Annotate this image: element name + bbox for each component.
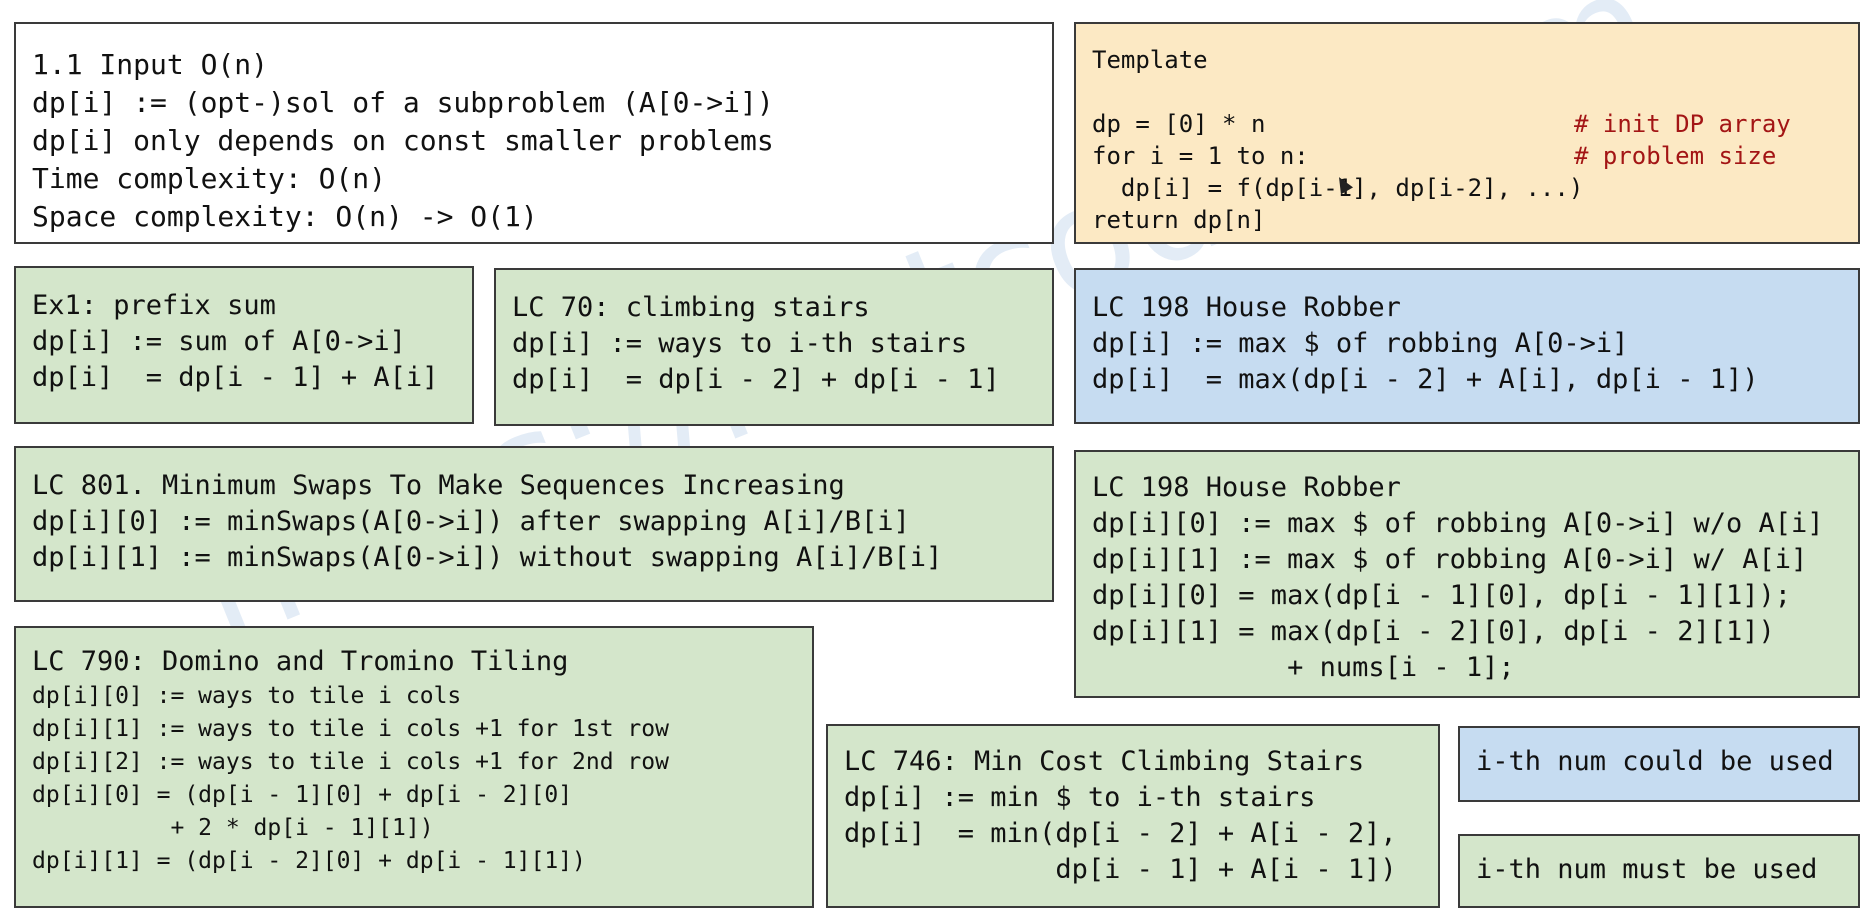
ex1-prefix-sum-box: Ex1: prefix sum dp[i] := sum of A[0->i] … xyxy=(14,266,474,424)
template-code-line: dp[i] = f(dp[i-1], dp[i-2], ...) xyxy=(1092,172,1842,204)
lc198a-line: dp[i] := max $ of robbing A[0->i] xyxy=(1092,328,1629,359)
lc198b-line: dp[i][0] := max $ of robbing A[0->i] w/o… xyxy=(1092,508,1824,539)
lc746-min-cost-stairs-box: LC 746: Min Cost Climbing Stairs dp[i] :… xyxy=(826,724,1440,908)
intro-line: 1.1 Input O(n) xyxy=(32,48,269,81)
lc790-line: dp[i][1] = (dp[i - 2][0] + dp[i - 1][1]) xyxy=(32,848,586,874)
intro-line: Time complexity: O(n) xyxy=(32,162,387,195)
lc746-line: dp[i - 1] + A[i - 1]) xyxy=(844,854,1397,885)
lc790-line: dp[i][1] := ways to tile i cols +1 for 1… xyxy=(32,716,669,742)
legend-could-be-used: i-th num could be used xyxy=(1458,726,1860,802)
lc198b-line: dp[i][1] := max $ of robbing A[0->i] w/ … xyxy=(1092,544,1808,575)
lc70-line: dp[i] := ways to i-th stairs xyxy=(512,328,968,359)
template-box: Template dp = [0] * n # init DP array fo… xyxy=(1074,22,1860,244)
lc198-house-robber-box-2d: LC 198 House Robber dp[i][0] := max $ of… xyxy=(1074,450,1860,698)
ex1-line: Ex1: prefix sum xyxy=(32,290,276,321)
legend-must-label: i-th num must be used xyxy=(1476,854,1818,885)
lc801-line: LC 801. Minimum Swaps To Make Sequences … xyxy=(32,470,845,501)
lc70-line: dp[i] = dp[i - 2] + dp[i - 1] xyxy=(512,364,1000,395)
lc790-title: LC 790: Domino and Tromino Tiling xyxy=(32,646,569,677)
lc70-climbing-stairs-box: LC 70: climbing stairs dp[i] := ways to … xyxy=(494,268,1054,426)
lc790-line: + 2 * dp[i - 1][1]) xyxy=(32,815,434,841)
template-comment: # init DP array xyxy=(1574,110,1791,138)
template-comment: # problem size xyxy=(1574,142,1777,170)
intro-line: Space complexity: O(n) -> O(1) xyxy=(32,200,538,233)
lc790-domino-tiling-box: LC 790: Domino and Tromino Tiling dp[i][… xyxy=(14,626,814,908)
template-code: dp = [0] * n xyxy=(1092,110,1266,138)
template-code-line: dp = [0] * n # init DP array xyxy=(1092,108,1842,140)
intro-line: dp[i] only depends on const smaller prob… xyxy=(32,124,774,157)
lc746-line: dp[i] := min $ to i-th stairs xyxy=(844,782,1316,813)
lc790-line: dp[i][0] = (dp[i - 1][0] + dp[i - 2][0] xyxy=(32,782,573,808)
lc198b-line: + nums[i - 1]; xyxy=(1092,652,1515,683)
template-spacer xyxy=(1092,76,1842,108)
lc198b-line: dp[i][0] = max(dp[i - 1][0], dp[i - 1][1… xyxy=(1092,580,1791,611)
template-code: return dp[n] xyxy=(1092,206,1266,234)
lc198b-line: dp[i][1] = max(dp[i - 2][0], dp[i - 2][1… xyxy=(1092,616,1775,647)
lc198-house-robber-box-1d: LC 198 House Robber dp[i] := max $ of ro… xyxy=(1074,268,1860,424)
intro-line: dp[i] := (opt-)sol of a subproblem (A[0-… xyxy=(32,86,774,119)
legend-must-be-used: i-th num must be used xyxy=(1458,834,1860,908)
ex1-line: dp[i] := sum of A[0->i] xyxy=(32,326,406,357)
lc746-line: LC 746: Min Cost Climbing Stairs xyxy=(844,746,1365,777)
lc70-line: LC 70: climbing stairs xyxy=(512,292,870,323)
lc198b-line: LC 198 House Robber xyxy=(1092,472,1401,503)
lc198a-line: dp[i] = max(dp[i - 2] + A[i], dp[i - 1]) xyxy=(1092,364,1759,395)
lc790-line: dp[i][0] := ways to tile i cols xyxy=(32,683,462,709)
lc790-line: dp[i][2] := ways to tile i cols +1 for 2… xyxy=(32,749,669,775)
template-code-line: return dp[n] xyxy=(1092,204,1842,236)
ex1-line: dp[i] = dp[i - 1] + A[i] xyxy=(32,362,439,393)
lc801-line: dp[i][0] := minSwaps(A[0->i]) after swap… xyxy=(32,506,910,537)
lc746-line: dp[i] = min(dp[i - 2] + A[i - 2], xyxy=(844,818,1397,849)
lc801-min-swaps-box: LC 801. Minimum Swaps To Make Sequences … xyxy=(14,446,1054,602)
template-code-line: for i = 1 to n: # problem size xyxy=(1092,140,1842,172)
intro-box: 1.1 Input O(n) dp[i] := (opt-)sol of a s… xyxy=(14,22,1054,244)
template-code: for i = 1 to n: xyxy=(1092,142,1309,170)
lc198a-line: LC 198 House Robber xyxy=(1092,292,1401,323)
template-title: Template xyxy=(1092,46,1208,74)
lc801-line: dp[i][1] := minSwaps(A[0->i]) without sw… xyxy=(32,542,943,573)
legend-could-label: i-th num could be used xyxy=(1476,746,1834,777)
template-code: dp[i] = f(dp[i-1], dp[i-2], ...) xyxy=(1092,174,1584,202)
